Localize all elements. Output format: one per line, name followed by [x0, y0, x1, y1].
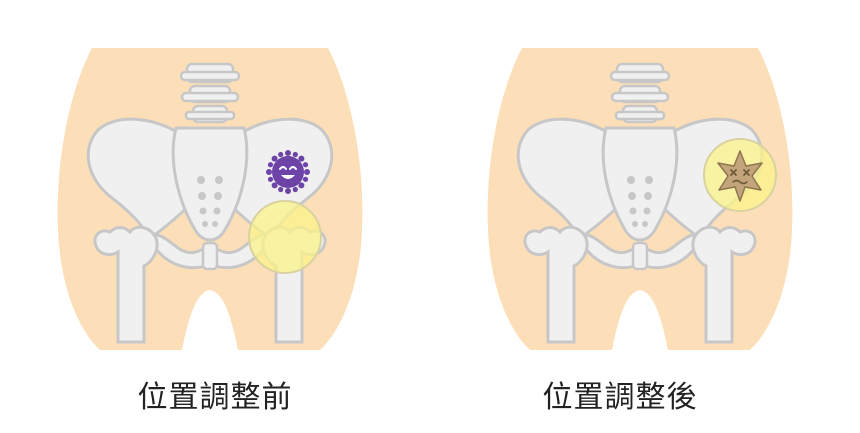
- pelvis-diagram-after: [486, 46, 794, 352]
- hip-highlight: [248, 200, 322, 274]
- after-panel: 位置調整後: [430, 0, 860, 433]
- pelvis-diagram-before: [56, 46, 364, 352]
- germ-icon: [266, 150, 310, 194]
- defeated-germ-icon: [717, 150, 763, 202]
- before-panel: 位置調整前: [56, 46, 364, 415]
- caption-after: 位置調整後: [542, 380, 698, 415]
- caption-before: 位置調整前: [137, 380, 293, 415]
